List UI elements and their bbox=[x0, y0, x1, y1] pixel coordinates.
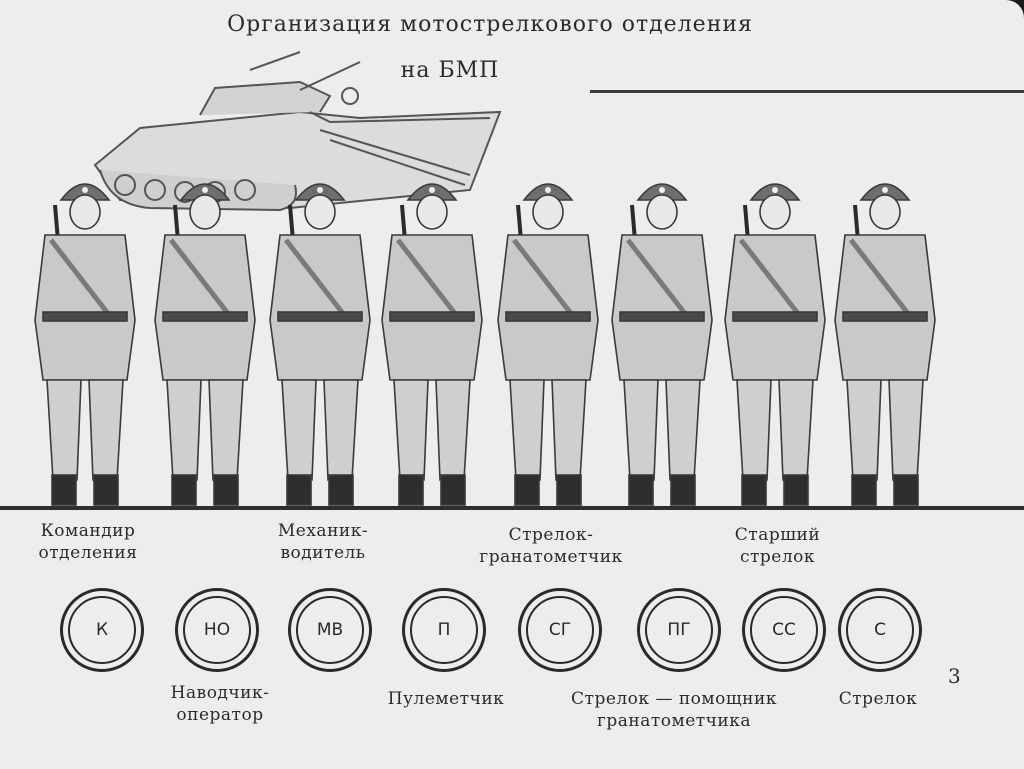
badge-1: НО bbox=[175, 588, 259, 672]
label-commander: Командир отделения bbox=[38, 521, 138, 563]
page-number: 3 bbox=[948, 664, 961, 688]
soldier-icon bbox=[497, 183, 599, 506]
ground-line bbox=[0, 506, 1024, 510]
badge-4: СГ bbox=[518, 588, 602, 672]
badge-7: С bbox=[838, 588, 922, 672]
soldier-icon bbox=[381, 183, 483, 506]
badge-5: ПГ bbox=[637, 588, 721, 672]
soldier-icon bbox=[724, 183, 826, 506]
label-assistant-grenadier: Стрелок — помощник гранатометчика bbox=[571, 689, 777, 731]
badge-label: НО bbox=[183, 596, 251, 664]
label-machine-gunner: Пулеметчик bbox=[387, 689, 505, 709]
badge-label: П bbox=[410, 596, 478, 664]
badge-label: К bbox=[68, 596, 136, 664]
badge-0: К bbox=[60, 588, 144, 672]
soldier-icon bbox=[834, 183, 936, 506]
badge-6: СС bbox=[742, 588, 826, 672]
badge-2: МВ bbox=[288, 588, 372, 672]
soldier-icon bbox=[154, 183, 256, 506]
soldier-icon bbox=[34, 183, 136, 506]
badge-label: МВ bbox=[296, 596, 364, 664]
soldier-icon bbox=[611, 183, 713, 506]
label-driver-mechanic: Механик- водитель bbox=[277, 521, 369, 563]
badge-label: ПГ bbox=[645, 596, 713, 664]
badge-label: С bbox=[846, 596, 914, 664]
badge-label: СС bbox=[750, 596, 818, 664]
title-rule bbox=[590, 90, 1024, 93]
slide-title-line-1: Организация мотострелкового отделения bbox=[227, 12, 753, 37]
label-senior-rifleman: Старший стрелок bbox=[734, 525, 821, 567]
slide-title-line-2: на БМП bbox=[400, 58, 500, 83]
label-rifleman-grenadier: Стрелок- гранатометчик bbox=[479, 525, 623, 567]
soldier-icon bbox=[269, 183, 371, 506]
badge-label: СГ bbox=[526, 596, 594, 664]
badge-3: П bbox=[402, 588, 486, 672]
label-rifleman: Стрелок bbox=[838, 689, 918, 709]
label-gunner-operator: Наводчик- оператор bbox=[170, 683, 270, 725]
